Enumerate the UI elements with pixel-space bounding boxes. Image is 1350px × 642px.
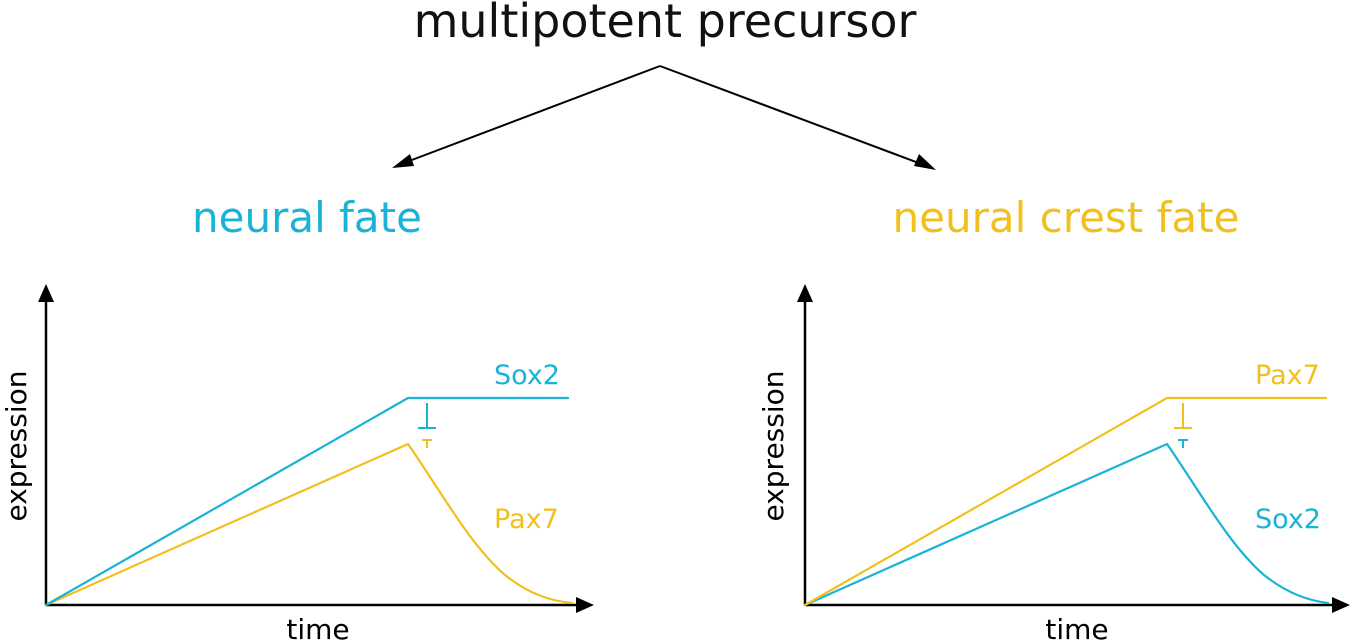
branch-arrowhead-right	[914, 154, 936, 170]
x-axis-label: time	[286, 613, 349, 642]
curve-upper	[803, 396, 1328, 607]
diagram-title: multipotent precursor	[414, 0, 917, 48]
branch-arrows	[392, 65, 936, 170]
lower-curve-label: Pax7	[494, 504, 559, 535]
panel-neural-crest-fate: expression time Pax7 Sox2	[757, 284, 1350, 642]
lower-curve-label: Sox2	[1255, 504, 1321, 535]
y-axis-arrowhead	[38, 284, 54, 302]
x-axis-arrowhead	[1332, 597, 1350, 613]
curve-lower	[803, 442, 1330, 607]
y-axis-arrowhead	[797, 284, 813, 302]
y-axis-label: expression	[0, 370, 33, 521]
fate-label-neural: neural fate	[192, 193, 422, 242]
x-axis-label: time	[1045, 613, 1108, 642]
inhibition-mark	[1174, 403, 1192, 448]
branch-arrow-left	[395, 65, 661, 167]
upper-curve-label: Sox2	[494, 360, 560, 391]
inhibition-mark	[418, 403, 436, 448]
curve-lower	[44, 442, 574, 607]
upper-curve-label: Pax7	[1255, 360, 1320, 391]
y-axis-label: expression	[757, 370, 790, 521]
fate-label-neural-crest: neural crest fate	[893, 193, 1240, 242]
panel-neural-fate: expression time Sox2 Pax7	[0, 284, 594, 642]
branch-arrow-right	[659, 65, 933, 169]
branch-arrowhead-left	[392, 154, 414, 168]
x-axis-arrowhead	[576, 597, 594, 613]
curve-upper	[44, 396, 570, 607]
